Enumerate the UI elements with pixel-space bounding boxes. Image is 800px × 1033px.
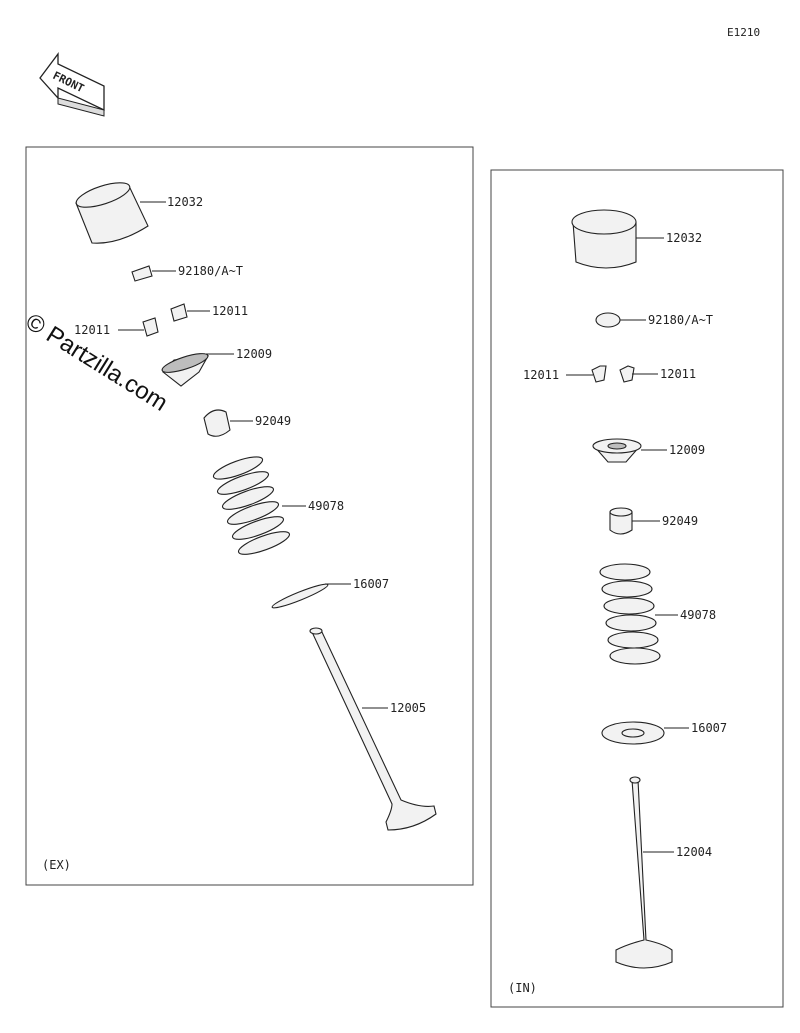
ex-keeper-right-part[interactable] (170, 303, 188, 322)
exhaust-panel-label: (EX) (42, 858, 71, 872)
in-part-number: 12009 (669, 443, 705, 457)
ex-keeper-left-part[interactable] (142, 317, 159, 337)
ex-part-number: 49078 (308, 499, 344, 513)
ex-seal-part[interactable] (203, 409, 231, 437)
intake-panel: (IN) 12032 92180/A~T 12011 12011 (490, 169, 784, 1008)
ex-spring-part[interactable] (211, 453, 292, 559)
in-part-number: 12004 (676, 845, 712, 859)
ex-part-number: 12011 (212, 304, 248, 318)
in-part-number: 92049 (662, 514, 698, 528)
ex-part-number: 12032 (167, 195, 203, 209)
ex-part-number: 12009 (236, 347, 272, 361)
front-arrow-icon: FRONT (39, 52, 105, 117)
in-shim-part[interactable] (595, 312, 621, 328)
ex-valve-part[interactable] (309, 627, 437, 831)
ex-spring-seat-part[interactable] (271, 581, 330, 611)
ex-part-number: 12011 (74, 323, 110, 337)
in-tappet-part[interactable] (571, 209, 637, 269)
ex-part-number: 12005 (390, 701, 426, 715)
exhaust-panel-frame (25, 146, 474, 886)
in-keeper-right-part[interactable] (619, 365, 635, 383)
ex-retainer-part[interactable] (160, 350, 210, 387)
ex-shim-part[interactable] (131, 265, 153, 282)
intake-panel-label: (IN) (508, 981, 537, 995)
ex-part-number: 92180/A~T (178, 264, 243, 278)
in-part-number: 12011 (660, 367, 696, 381)
in-part-number: 12032 (666, 231, 702, 245)
diagram-code: E1210 (727, 26, 760, 39)
in-part-number: 92180/A~T (648, 313, 713, 327)
ex-tappet-part[interactable] (74, 178, 149, 244)
intake-panel-frame (490, 169, 784, 1008)
exhaust-panel: (EX) 12032 92180/A~T 12011 12011 (25, 146, 474, 886)
in-part-number: 49078 (680, 608, 716, 622)
in-retainer-part[interactable] (592, 438, 642, 463)
ex-part-number: 16007 (353, 577, 389, 591)
in-seal-part[interactable] (609, 507, 633, 535)
in-part-number: 16007 (691, 721, 727, 735)
in-spring-part[interactable] (599, 563, 661, 665)
ex-part-number: 92049 (255, 414, 291, 428)
in-valve-part[interactable] (615, 776, 673, 969)
in-keeper-left-part[interactable] (591, 365, 607, 383)
in-spring-seat-part[interactable] (601, 721, 665, 745)
in-part-number: 12011 (523, 368, 559, 382)
